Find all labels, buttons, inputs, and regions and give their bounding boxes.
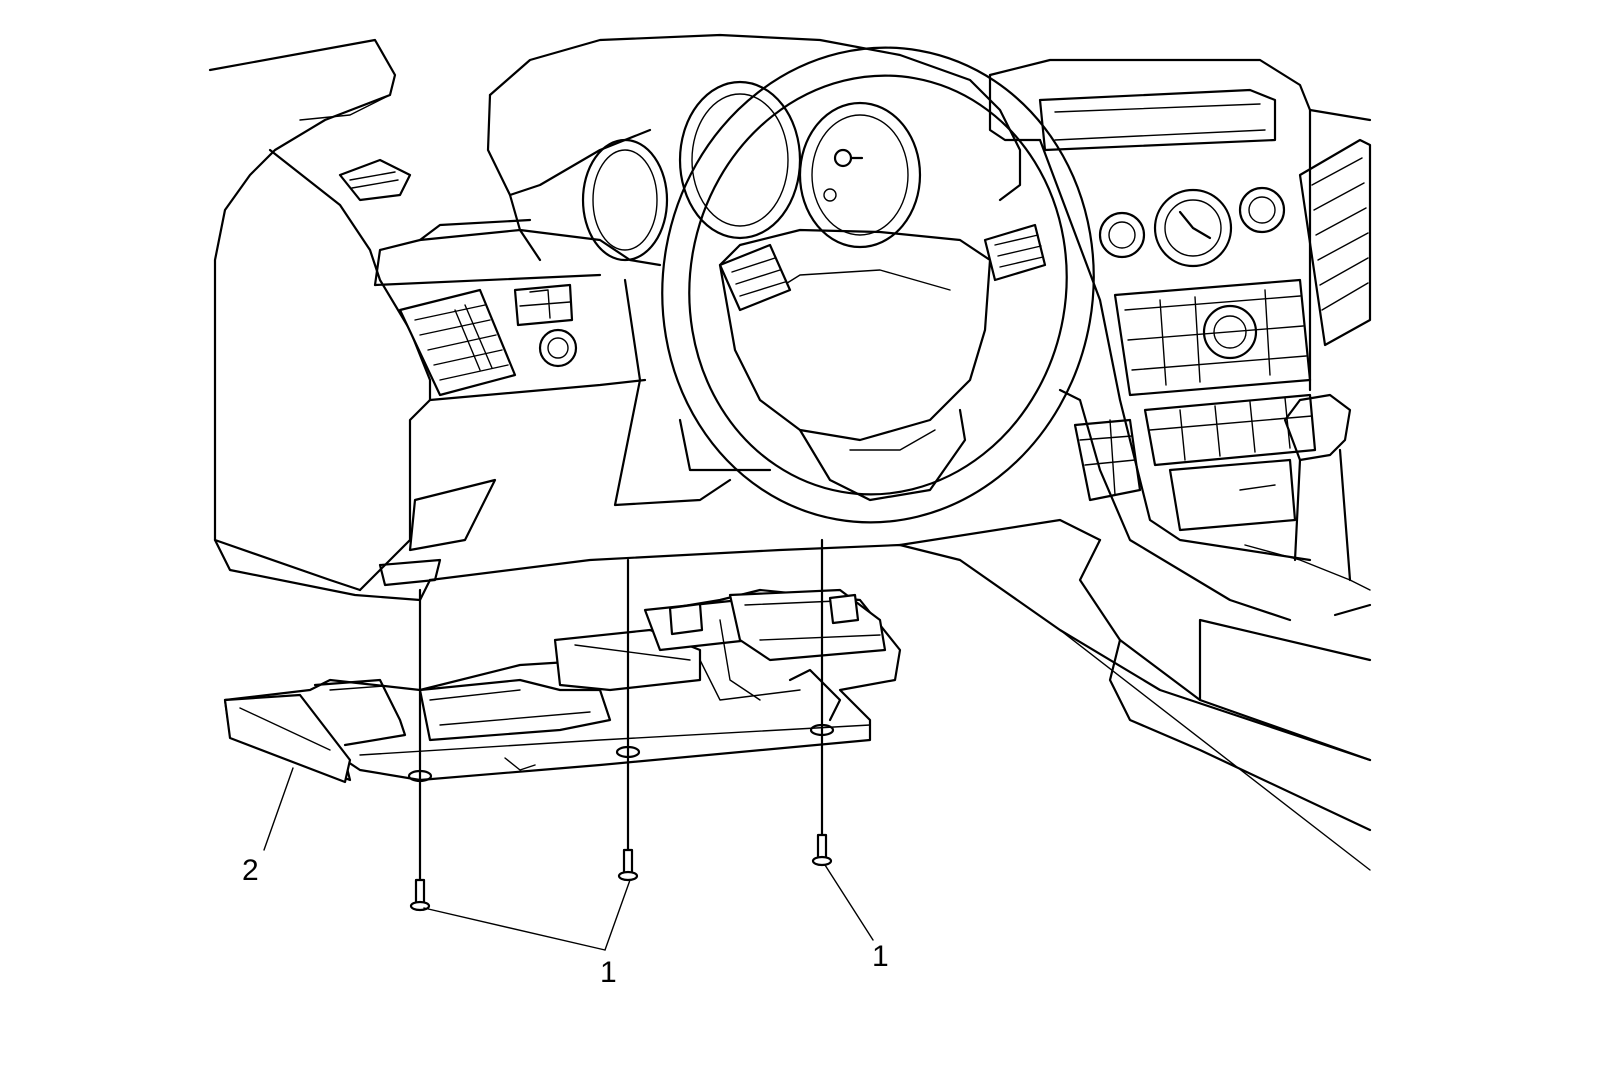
- alignment-lines: [418, 538, 824, 882]
- steering-wheel: [613, 46, 1095, 524]
- right-vent-and-shifter: [1244, 108, 1372, 617]
- leader-line-screw-center: [604, 879, 631, 951]
- screw-center: [617, 848, 639, 882]
- leader-line-screw-left: [423, 907, 606, 951]
- callout-1-right: 1: [872, 940, 889, 973]
- instrument-cluster: [486, 33, 1022, 262]
- screw-left: [409, 878, 431, 912]
- leader-line-screw-right: [824, 864, 874, 941]
- callout-1-left: 1: [600, 956, 617, 989]
- screws: [409, 833, 833, 912]
- leader-line-panel: [263, 767, 294, 851]
- lower-dash-edges: [428, 518, 1372, 871]
- dash-mid-section: [373, 218, 662, 402]
- center-stack: [988, 58, 1317, 622]
- leader-lines: [263, 767, 874, 951]
- callout-2: 2: [242, 854, 259, 887]
- instrument-panel-left: [208, 38, 497, 602]
- screw-right: [811, 833, 833, 867]
- knee-bolster-closeout-panel: [223, 588, 902, 784]
